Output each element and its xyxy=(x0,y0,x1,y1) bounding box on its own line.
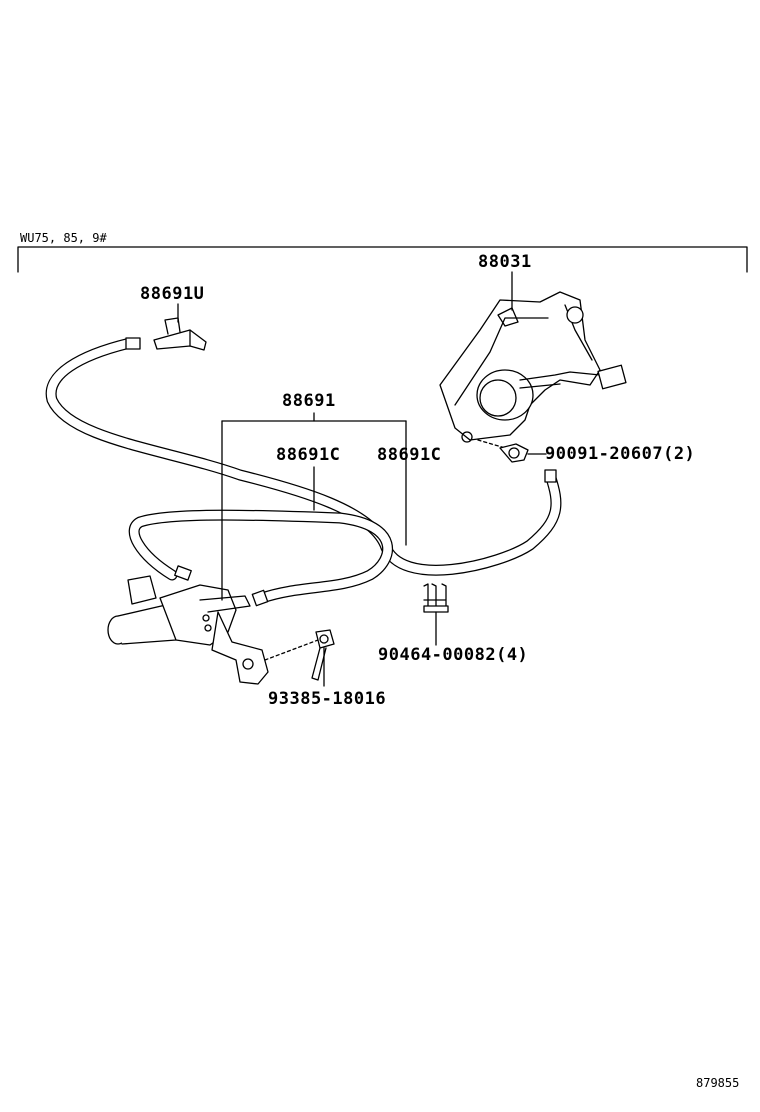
illustration-number: 879855 xyxy=(696,1076,740,1090)
callout-88691: 88691 xyxy=(282,391,336,411)
clip-drawing xyxy=(423,583,449,613)
applicability-label: WU75, 85, 9# xyxy=(20,231,107,245)
hose-tee-fitting xyxy=(153,317,207,351)
callout-88691c-left: 88691C xyxy=(276,445,341,465)
callout-88691u: 88691U xyxy=(140,284,205,304)
callout-90091-20607: 90091-20607(2) xyxy=(545,444,696,464)
vacuum-actuator-drawing xyxy=(439,291,627,443)
callout-90464-00082: 90464-00082(4) xyxy=(378,645,529,665)
callout-88691c-right: 88691C xyxy=(377,445,442,465)
vsv-drawing xyxy=(107,565,269,685)
group-bracket xyxy=(17,246,748,273)
bolt-upper-drawing xyxy=(477,439,529,463)
bolt-lower-drawing xyxy=(264,629,335,681)
callout-93385-18016: 93385-18016 xyxy=(268,689,387,709)
callout-88031: 88031 xyxy=(478,252,532,272)
